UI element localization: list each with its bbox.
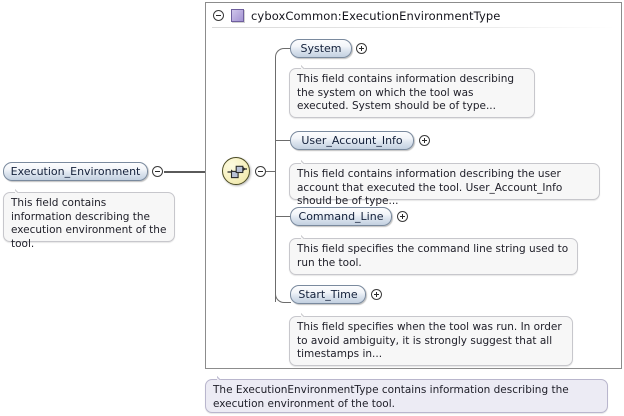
annotation-command-line: This field specifies the command line st… [289,238,578,275]
documentation-text: The ExecutionEnvironmentType contains in… [213,384,569,410]
sequence-icon [227,165,247,179]
element-node-execution-environment[interactable]: Execution_Environment [3,162,148,181]
collapse-toggle-sequence[interactable] [255,166,266,177]
annotation-notch [301,312,310,317]
complex-type-icon [231,9,244,22]
connector-elbow-system [275,48,285,58]
complex-type-documentation: The ExecutionEnvironmentType contains in… [205,379,608,413]
connector-sequence-stub [266,171,275,172]
annotation-execution-environment: This field contains information describi… [3,192,175,250]
annotation-text: This field specifies when the tool was r… [297,321,562,360]
element-label: Start_Time [298,288,358,301]
element-label: Command_Line [298,210,384,223]
complex-type-title: cyboxCommon:ExecutionEnvironmentType [251,8,501,23]
connector-branch-start-time [285,302,291,303]
element-node-command-line[interactable]: Command_Line [290,207,392,226]
connector-branch-command-line [275,216,291,217]
annotation-notch [15,188,24,193]
expand-toggle-command-line[interactable] [397,211,408,222]
expand-toggle-start-time[interactable] [371,289,382,300]
annotation-user-account-info: This field contains information describi… [289,163,600,207]
expand-toggle-user-account-info[interactable] [419,135,430,146]
annotation-text: This field contains information describi… [11,197,167,250]
annotation-start-time: This field specifies when the tool was r… [289,316,573,366]
annotation-text: This field specifies the command line st… [297,243,569,269]
annotation-text: This field contains information describi… [297,168,563,207]
annotation-notch [301,64,310,69]
annotation-notch [217,375,226,380]
annotation-notch [301,234,310,239]
element-label: System [300,42,342,55]
expand-toggle-system[interactable] [356,43,367,54]
collapse-toggle-complex-type[interactable] [213,10,224,21]
annotation-notch [301,159,310,164]
element-label: Execution_Environment [10,165,141,178]
annotation-text: This field contains information describi… [297,73,515,112]
element-node-system[interactable]: System [290,39,352,58]
connector-spine-upper [275,57,276,171]
collapse-toggle-execution-environment[interactable] [152,166,163,177]
sequence-compositor-node[interactable] [222,157,250,185]
header-divider [212,27,615,28]
element-label: User_Account_Info [301,134,403,147]
connector-root-to-compositor [164,171,222,173]
connector-spine-lower [275,171,276,302]
element-node-user-account-info[interactable]: User_Account_Info [290,131,414,150]
element-node-start-time[interactable]: Start_Time [290,285,366,304]
connector-branch-system [285,48,291,49]
annotation-system: This field contains information describi… [289,68,535,118]
complex-type-header: cyboxCommon:ExecutionEnvironmentType [206,3,621,28]
connector-branch-user-account-info [275,140,291,141]
